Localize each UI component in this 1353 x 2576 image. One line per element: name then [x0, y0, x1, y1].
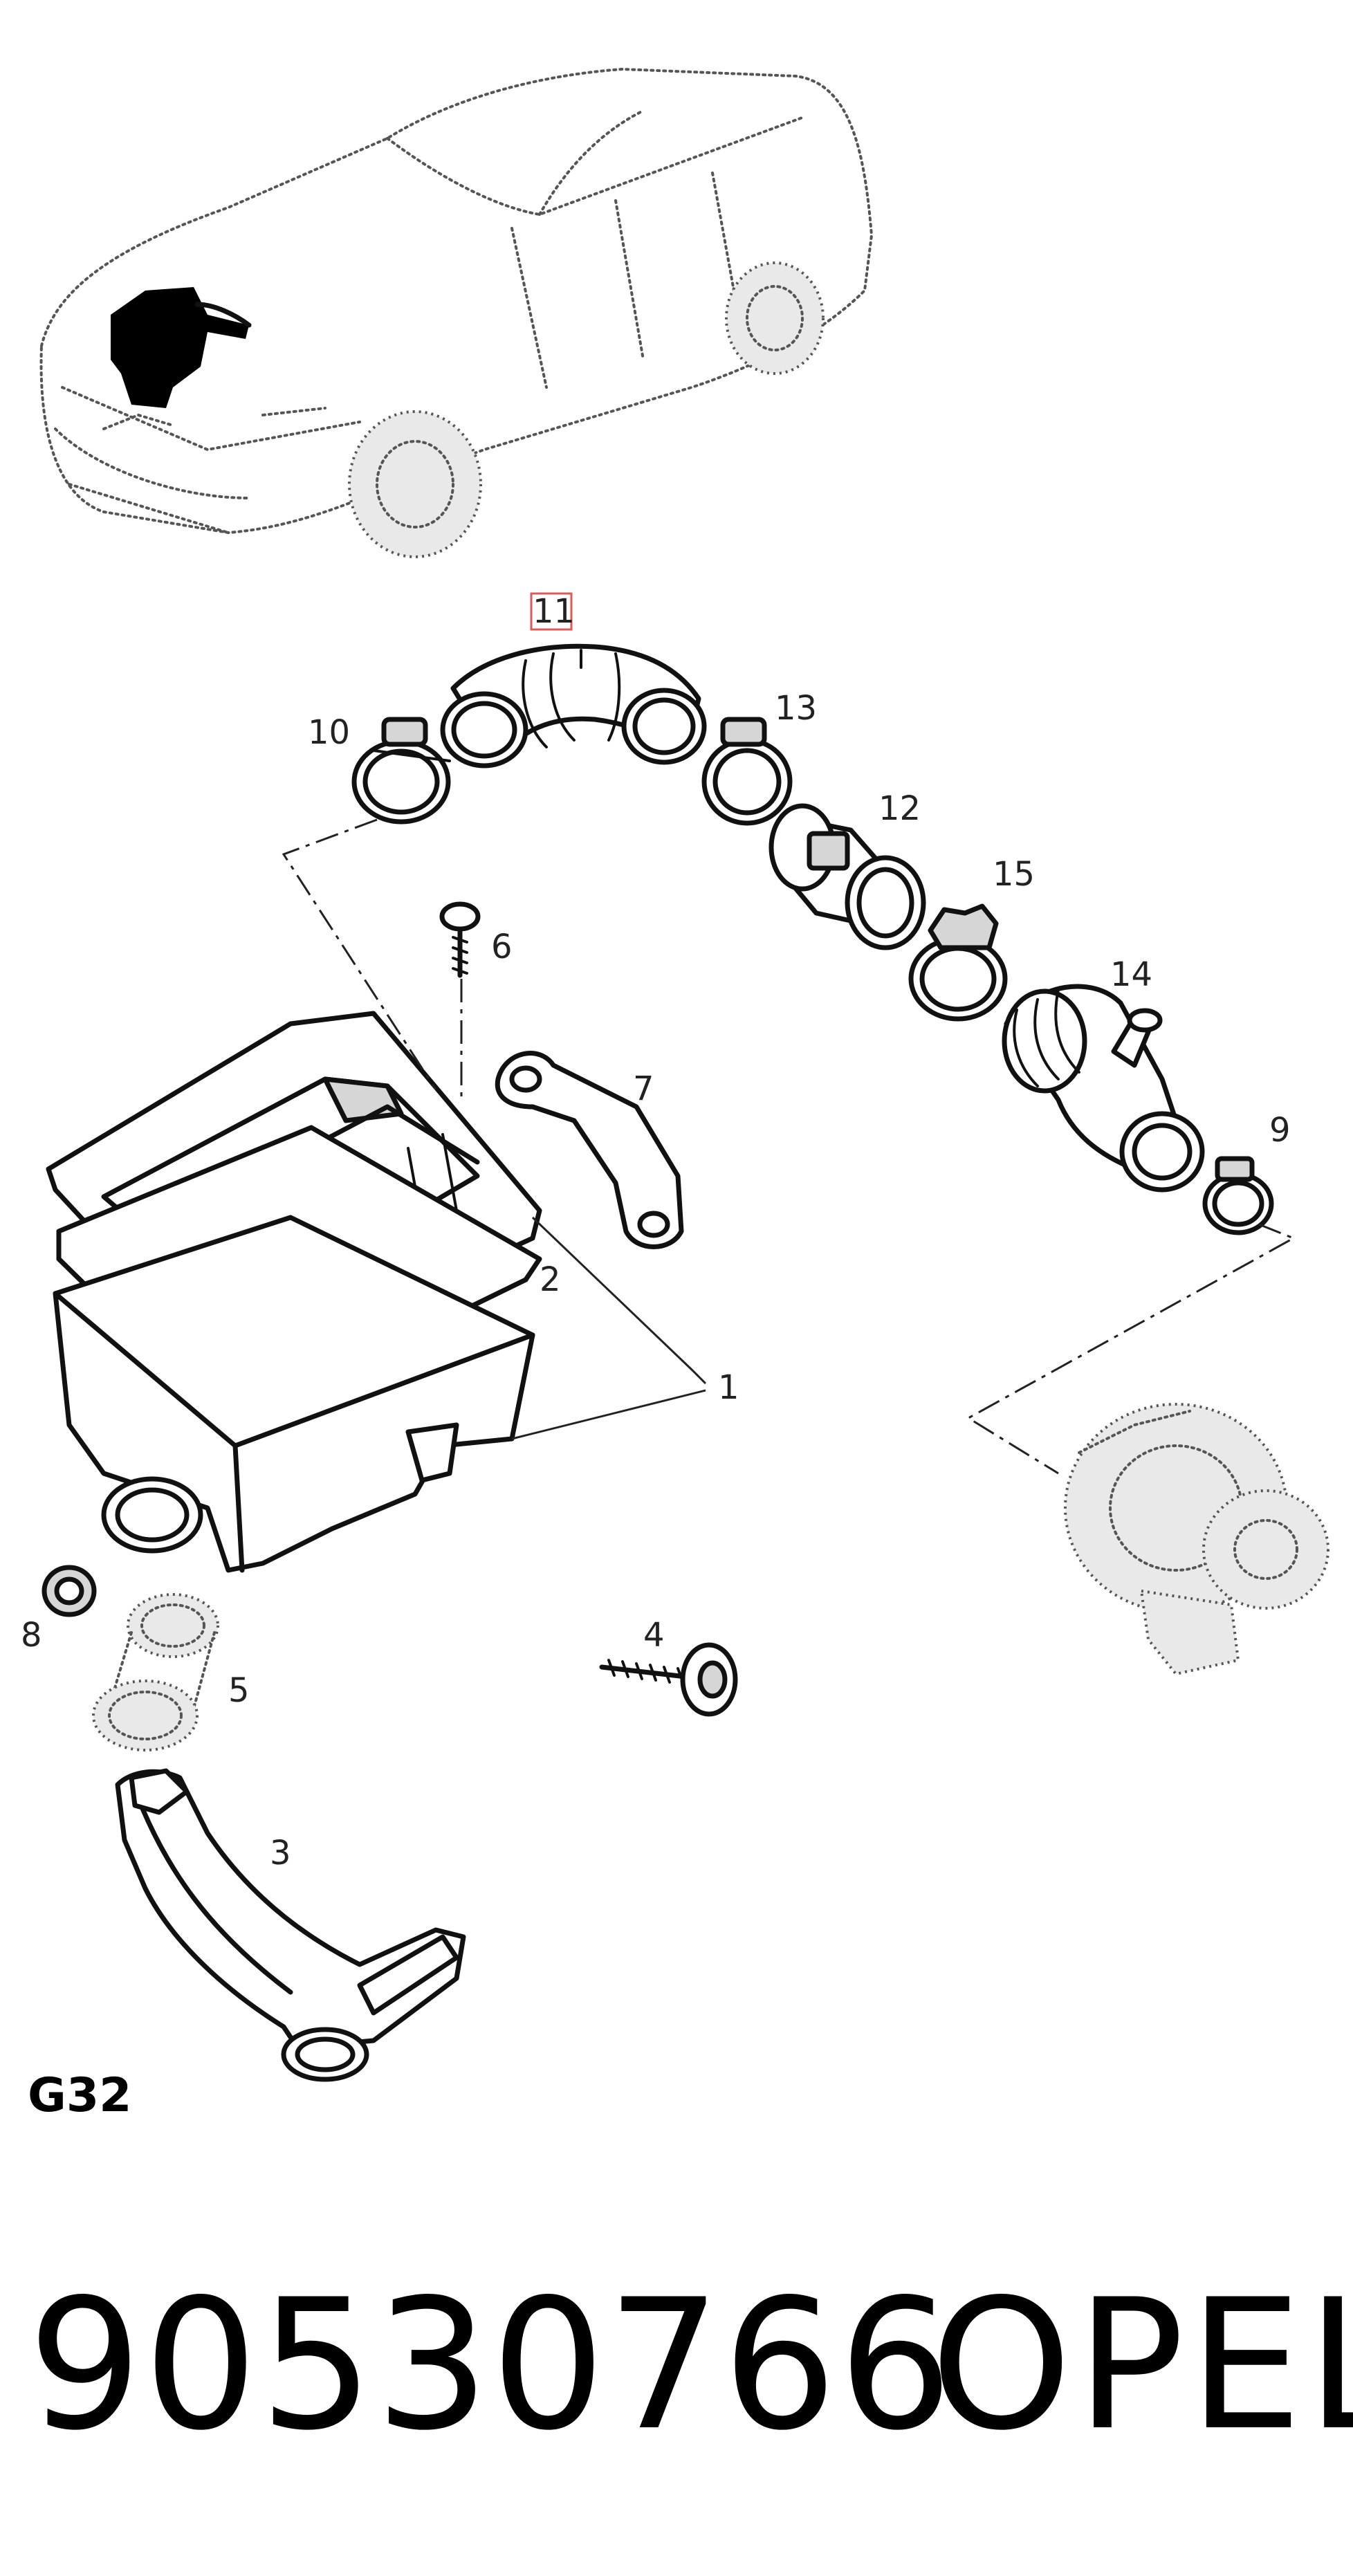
callout-11-highlight-box — [530, 592, 573, 631]
part-number: 90530766 — [28, 2261, 955, 2470]
callout-5: 5 — [228, 1671, 250, 1710]
callout-13: 13 — [775, 689, 817, 728]
callout-2: 2 — [540, 1260, 561, 1299]
callout-8: 8 — [21, 1616, 42, 1655]
part-3-intake-snorkel — [115, 1768, 466, 2082]
callout-1: 1 — [718, 1368, 739, 1407]
callout-10: 10 — [308, 713, 350, 752]
part-12-air-flow-meter — [768, 803, 926, 950]
part-4-bolt — [599, 1642, 738, 1717]
callout-3: 3 — [270, 1834, 291, 1873]
group-code-label: G32 — [28, 2068, 132, 2123]
part-6-screw — [439, 901, 481, 978]
brand-name: OPEL — [930, 2261, 1353, 2470]
callout-15: 15 — [993, 855, 1035, 894]
part-15-hose-clamp — [908, 903, 1008, 1022]
part-10-hose-clamp — [351, 717, 451, 825]
part-8-grommet — [42, 1565, 97, 1617]
turbocharger-illustration — [1064, 1403, 1329, 1676]
callout-7: 7 — [633, 1069, 654, 1108]
callout-4: 4 — [643, 1616, 665, 1655]
callout-labels: 1 2 3 4 5 6 7 8 9 10 11 12 13 14 15 — [21, 592, 1291, 1873]
part-1-air-cleaner-lower — [53, 1215, 535, 1573]
callout-14: 14 — [1110, 955, 1152, 994]
part-13-hose-clamp — [701, 717, 793, 826]
callout-6: 6 — [491, 928, 513, 966]
callout-11: 11 — [533, 592, 575, 631]
part-9-hose-clamp — [1202, 1156, 1274, 1235]
car-overview-illustration — [39, 67, 874, 558]
part-11-intake-duct — [440, 643, 707, 769]
callout-12: 12 — [878, 789, 921, 828]
part-14-rubber-hose — [1002, 984, 1205, 1193]
leader-lines — [282, 818, 1296, 1475]
part-7-bracket — [495, 1051, 684, 1249]
callout-9: 9 — [1269, 1111, 1291, 1150]
part-5-rubber-sleeve — [92, 1593, 219, 1751]
